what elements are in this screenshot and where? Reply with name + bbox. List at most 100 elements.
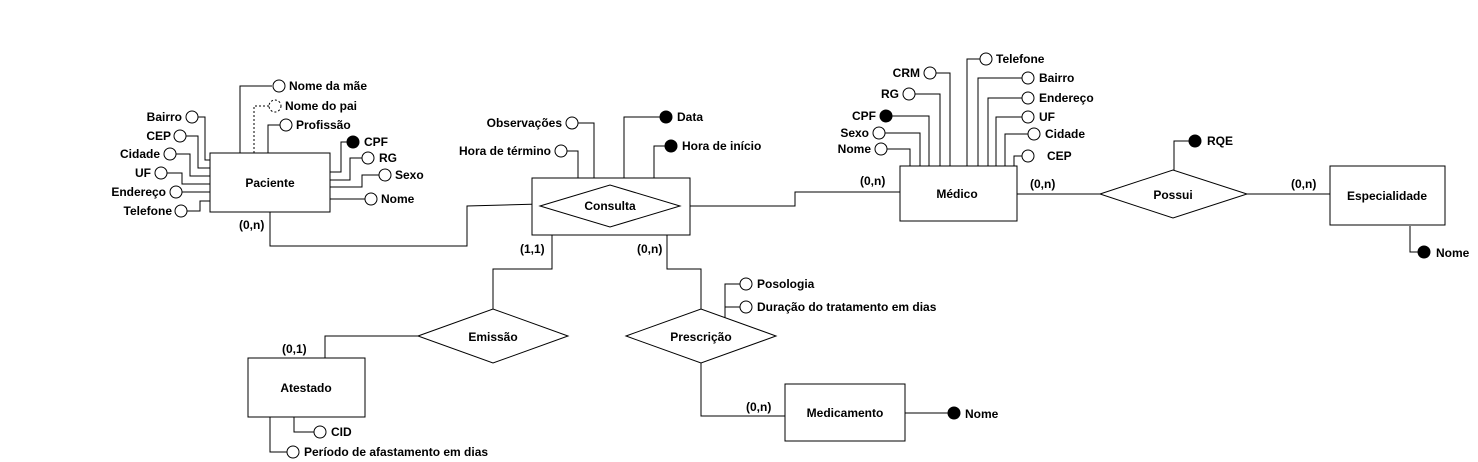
entity-atestado[interactable]: Atestado [247,357,366,418]
svg-text:CEP: CEP [1047,149,1072,163]
edge-medico-nome [887,148,911,166]
entity-atestado-label: Atestado [280,381,331,395]
svg-text:Sexo: Sexo [840,126,869,140]
attr-medico-uf[interactable]: UF [1021,110,1055,124]
svg-text:Nome: Nome [1436,246,1470,260]
edge-especialidade-nome [1409,226,1418,253]
attr-medico-sexo[interactable]: Sexo [840,126,886,140]
attr-medico-nome[interactable]: Nome [838,142,888,156]
attr-possui-rqe[interactable]: RQE [1188,134,1233,148]
edge-paciente-nome-mae [239,85,272,153]
attr-medico-crm[interactable]: CRM [893,66,937,80]
edge-paciente-bairro [198,116,210,161]
attr-medico-telefone[interactable]: Telefone [979,52,1045,66]
cardinality-prescricao-medicamento: (0,n) [746,400,771,414]
entity-especialidade[interactable]: Especialidade [1329,165,1446,226]
attr-paciente-nome[interactable]: Nome [364,192,415,206]
relationship-prescricao[interactable]: Prescrição [624,308,778,364]
edge-medico-uf [995,116,1022,166]
edge-paciente-cep [186,135,210,169]
svg-text:Hora de início: Hora de início [682,139,761,153]
svg-text:Posologia: Posologia [757,277,815,291]
cardinality-consulta-prescricao: (0,n) [637,242,662,256]
relationship-consulta[interactable]: Consulta [531,177,691,236]
attr-paciente-profissao[interactable]: Profissão [279,118,351,132]
entity-medicamento-label: Medicamento [807,406,884,420]
attr-consulta-hora-inicio[interactable]: Hora de início [664,139,761,153]
svg-text:CID: CID [331,425,352,439]
edge-medico-bairro [977,77,1022,166]
svg-text:Sexo: Sexo [395,168,424,182]
edge-consulta-observacoes [578,122,595,178]
edge-consulta-hora-termino [567,150,579,178]
attr-paciente-endereco[interactable]: Endereço [111,185,183,199]
edge-atestado-periodo [269,417,287,453]
relationship-possui[interactable]: Possui [1098,169,1249,219]
attr-paciente-nome-mae[interactable]: Nome da mãe [272,79,367,93]
edge-medico-cidade [1004,133,1028,166]
attr-paciente-uf[interactable]: UF [135,166,168,180]
edge-paciente-rg [330,157,362,181]
entity-medicamento[interactable]: Medicamento [784,383,906,442]
attr-paciente-bairro[interactable]: Bairro [147,110,199,124]
attr-paciente-nome-pai[interactable]: Nome do pai [268,99,357,113]
edge-prescricao-medicamento [700,363,785,417]
svg-text:Nome: Nome [965,407,999,421]
attr-paciente-cpf[interactable]: CPF [346,135,388,149]
svg-text:Telefone: Telefone [996,52,1045,66]
attr-medico-cpf[interactable]: CPF [852,109,893,123]
attr-atestado-periodo[interactable]: Período de afastamento em dias [286,445,488,459]
attr-paciente-rg[interactable]: RG [361,151,397,165]
svg-text:Hora de término: Hora de término [459,144,551,158]
svg-text:Nome da mãe: Nome da mãe [289,79,367,93]
attr-medicamento-nome[interactable]: Nome [947,406,999,421]
edge-medico-telefone [966,58,986,166]
attr-paciente-sexo[interactable]: Sexo [378,168,424,182]
attr-paciente-telefone[interactable]: Telefone [124,204,188,218]
attr-consulta-observacoes[interactable]: Observações [487,116,579,130]
svg-text:Data: Data [677,110,703,124]
attr-especialidade-nome[interactable]: Nome [1417,245,1470,260]
relationship-emissao[interactable]: Emissão [416,308,570,364]
attr-prescricao-duracao[interactable]: Duração do tratamento em dias [739,300,937,314]
attr-medico-cidade[interactable]: Cidade [1027,127,1085,141]
attr-medico-bairro[interactable]: Bairro [1021,71,1074,85]
attr-medico-endereco[interactable]: Endereço [1021,91,1094,105]
edge-medico-endereco [987,97,1022,166]
svg-text:Bairro: Bairro [1039,71,1074,85]
svg-text:CPF: CPF [364,135,388,149]
svg-text:Profissão: Profissão [296,118,351,132]
edge-paciente-consulta [269,203,541,247]
entity-especialidade-label: Especialidade [1347,189,1427,203]
entity-medico-label: Médico [936,187,977,201]
attr-medico-cep[interactable]: CEP [1021,149,1072,163]
edge-paciente-telefone [187,200,210,212]
edge-medico-rg [915,93,941,166]
svg-text:Nome: Nome [838,142,872,156]
attr-prescricao-posologia[interactable]: Posologia [739,277,815,291]
cardinality-consulta-emissao: (1,1) [520,242,545,256]
attr-paciente-cidade[interactable]: Cidade [120,147,177,161]
svg-text:Endereço: Endereço [111,185,166,199]
edge-atestado-cid [293,417,314,433]
svg-text:Bairro: Bairro [147,110,182,124]
attr-paciente-cep[interactable]: CEP [146,129,187,143]
svg-text:Observações: Observações [487,116,563,130]
cardinality-consulta-medico: (0,n) [860,174,885,188]
entity-medico[interactable]: Médico [899,165,1018,222]
edge-medico-crm [936,72,951,166]
edge-paciente-nome-pai [253,105,269,153]
cardinality-emissao-atestado: (0,1) [282,342,307,356]
edge-consulta-medico [680,191,900,207]
edge-paciente-profissao [267,124,280,153]
svg-text:UF: UF [135,166,151,180]
attr-atestado-cid[interactable]: CID [313,425,352,439]
edge-paciente-cpf [330,141,347,173]
attr-consulta-data[interactable]: Data [659,110,703,124]
entity-paciente[interactable]: Paciente [209,152,331,213]
svg-text:Período de afastamento em dias: Período de afastamento em dias [304,445,488,459]
edge-medico-cpf [892,115,930,166]
attr-medico-rg[interactable]: RG [881,87,916,101]
attr-consulta-hora-termino[interactable]: Hora de término [459,144,568,158]
